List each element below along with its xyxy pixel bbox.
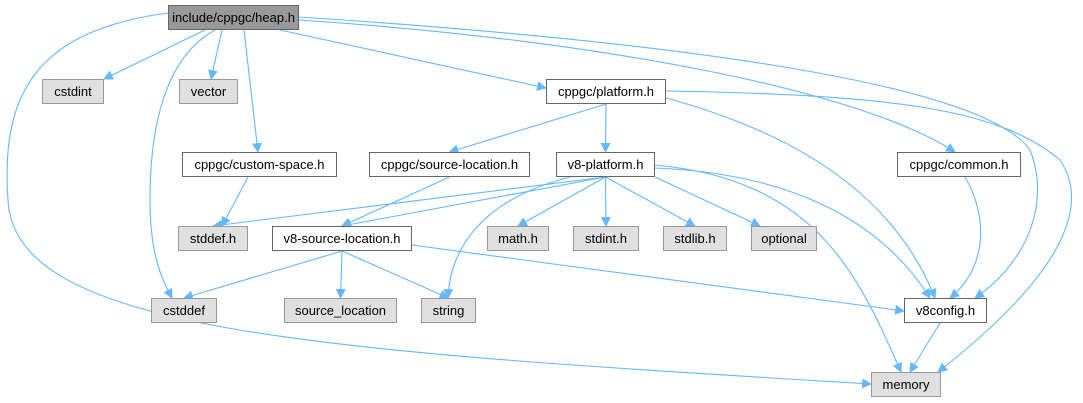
node-cstdint[interactable]: cstdint (42, 79, 104, 104)
edge-heap-to-v8config (298, 16, 1039, 299)
node-heap-h[interactable]: include/cppgc/heap.h (168, 5, 299, 30)
node-memory[interactable]: memory (871, 372, 941, 397)
edge-v8platform-to-v8config (654, 167, 931, 299)
edge-heap-to-cstdint (103, 29, 206, 80)
edge-v8sourceloc-to-v8config (411, 244, 905, 315)
edge-heap-to-platform (279, 29, 547, 91)
edge-v8sourceloc-to-cstddef (183, 250, 343, 301)
edge-platform-to-v8platform (600, 103, 611, 153)
edge-v8platform-to-math (517, 176, 606, 227)
node-cppgc-common-h[interactable]: cppgc/common.h (897, 152, 1021, 177)
node-optional[interactable]: optional (751, 226, 817, 251)
edge-v8platform-to-stdint (600, 176, 611, 227)
edge-heap-to-memory (6, 12, 872, 389)
node-vector[interactable]: vector (179, 79, 238, 104)
node-cppgc-source-location-h[interactable]: cppgc/source-location.h (369, 152, 530, 177)
edge-platform-to-v8config (665, 97, 937, 299)
node-cppgc-platform-h[interactable]: cppgc/platform.h (546, 79, 666, 104)
node-v8config-h[interactable]: v8config.h (904, 298, 987, 323)
edge-heap-to-vector (208, 29, 223, 80)
edge-heap-to-common (298, 19, 956, 153)
node-source-location[interactable]: source_location (284, 298, 397, 323)
node-string[interactable]: string (421, 298, 476, 323)
edge-v8platform-to-memory (654, 164, 902, 373)
node-cppgc-custom-space-h[interactable]: cppgc/custom-space.h (182, 152, 337, 177)
edge-customspace-to-stddef (221, 176, 249, 227)
edge-v8platform-to-optional (654, 176, 761, 227)
node-stdlib-h[interactable]: stdlib.h (663, 226, 727, 251)
edge-platform-to-memory (665, 90, 1072, 373)
edge-v8platform-to-v8sourceloc (341, 176, 606, 230)
edge-heap-to-customspace (243, 29, 262, 153)
edge-v8platform-to-stddef (212, 176, 606, 230)
edge-v8sourceloc-to-string (341, 250, 450, 299)
edge-heap-to-cstddef (149, 29, 216, 299)
node-stddef-h[interactable]: stddef.h (178, 226, 248, 251)
edge-v8sourceloc-to-source_location (335, 250, 346, 299)
node-v8-platform-h[interactable]: v8-platform.h (556, 152, 655, 177)
node-math-h[interactable]: math.h (487, 226, 549, 251)
node-stdint-h[interactable]: stdint.h (573, 226, 639, 251)
node-v8-source-location-h[interactable]: v8-source-location.h (272, 226, 412, 251)
edge-v8platform-to-string (443, 176, 571, 299)
edge-sourceloc-to-v8sourceloc (341, 176, 450, 227)
edge-common-to-v8config (949, 176, 982, 299)
edge-platform-to-sourceloc (448, 103, 607, 155)
edge-v8config-to-memory (909, 322, 941, 373)
edge-v8platform-to-stdlib (605, 176, 696, 227)
node-cstddef[interactable]: cstddef (151, 298, 217, 323)
